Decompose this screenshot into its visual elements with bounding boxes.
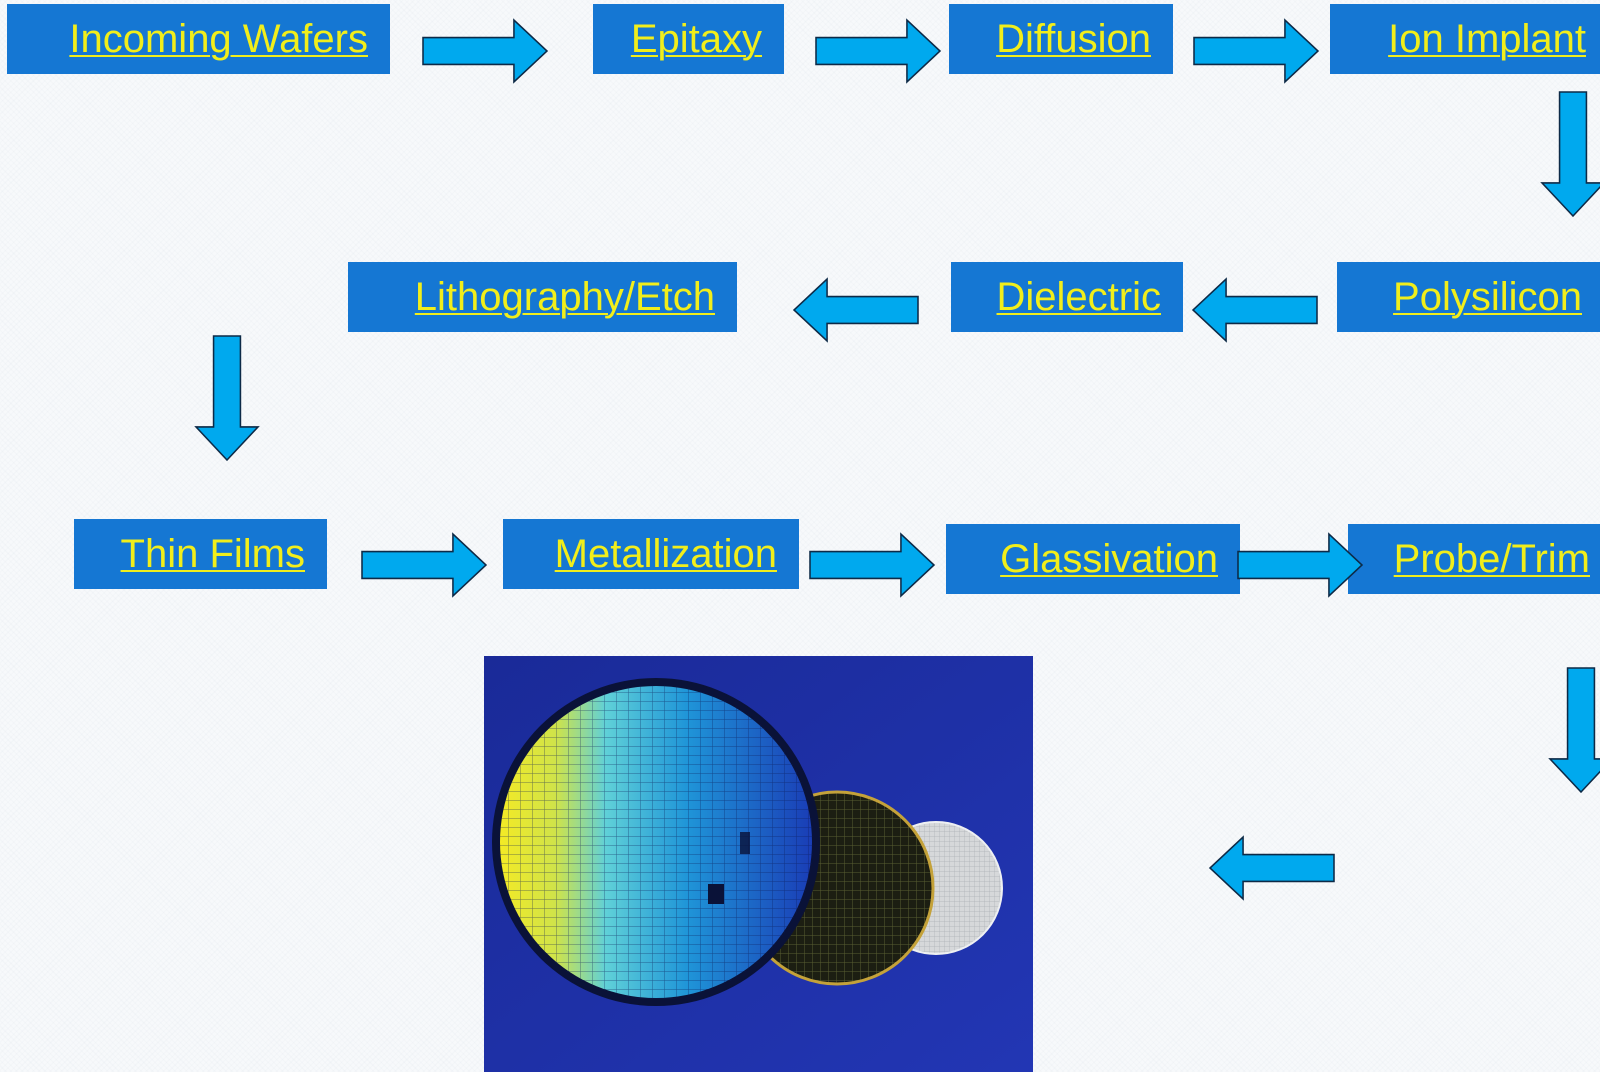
step-thin-films-link[interactable]: Thin Films [120, 531, 305, 576]
step-dielectric: Dielectric [951, 262, 1183, 332]
arrow-down-icon [1548, 667, 1600, 794]
arrow-right-icon [1237, 532, 1364, 598]
wafer-photo [484, 656, 1033, 1072]
arrow-right-icon [422, 18, 549, 84]
step-glassivation: Glassivation [946, 524, 1240, 594]
arrow-right-icon [809, 532, 936, 598]
arrow-right-icon [361, 532, 488, 598]
step-ion-implant-link[interactable]: Ion Implant [1388, 16, 1586, 61]
wafer-photo-illustration [484, 656, 1033, 1072]
step-epitaxy: Epitaxy [593, 4, 784, 74]
step-polysilicon: Polysilicon [1337, 262, 1600, 332]
step-diffusion-link[interactable]: Diffusion [996, 16, 1151, 61]
step-metallization: Metallization [503, 519, 799, 589]
arrow-left-icon [1191, 277, 1318, 343]
step-polysilicon-link[interactable]: Polysilicon [1393, 274, 1582, 319]
step-diffusion: Diffusion [949, 4, 1173, 74]
step-thin-films: Thin Films [74, 519, 327, 589]
step-dielectric-link[interactable]: Dielectric [996, 274, 1161, 319]
step-incoming-wafers: Incoming Wafers [7, 4, 390, 74]
arrow-right-icon [815, 18, 942, 84]
step-glassivation-link[interactable]: Glassivation [1000, 536, 1218, 581]
step-ion-implant: Ion Implant [1330, 4, 1600, 74]
arrow-left-icon [1208, 835, 1335, 901]
step-probe-trim: Probe/Trim [1348, 524, 1600, 594]
step-lithography-etch: Lithography/Etch [348, 262, 737, 332]
arrow-down-icon [194, 335, 260, 462]
step-incoming-wafers-link[interactable]: Incoming Wafers [69, 16, 368, 61]
step-metallization-link[interactable]: Metallization [554, 531, 777, 576]
step-probe-trim-link[interactable]: Probe/Trim [1393, 536, 1590, 581]
step-epitaxy-link[interactable]: Epitaxy [630, 16, 762, 61]
arrow-down-icon [1540, 91, 1600, 218]
step-lithography-etch-link[interactable]: Lithography/Etch [414, 274, 715, 319]
arrow-left-icon [792, 277, 919, 343]
arrow-right-icon [1193, 18, 1320, 84]
